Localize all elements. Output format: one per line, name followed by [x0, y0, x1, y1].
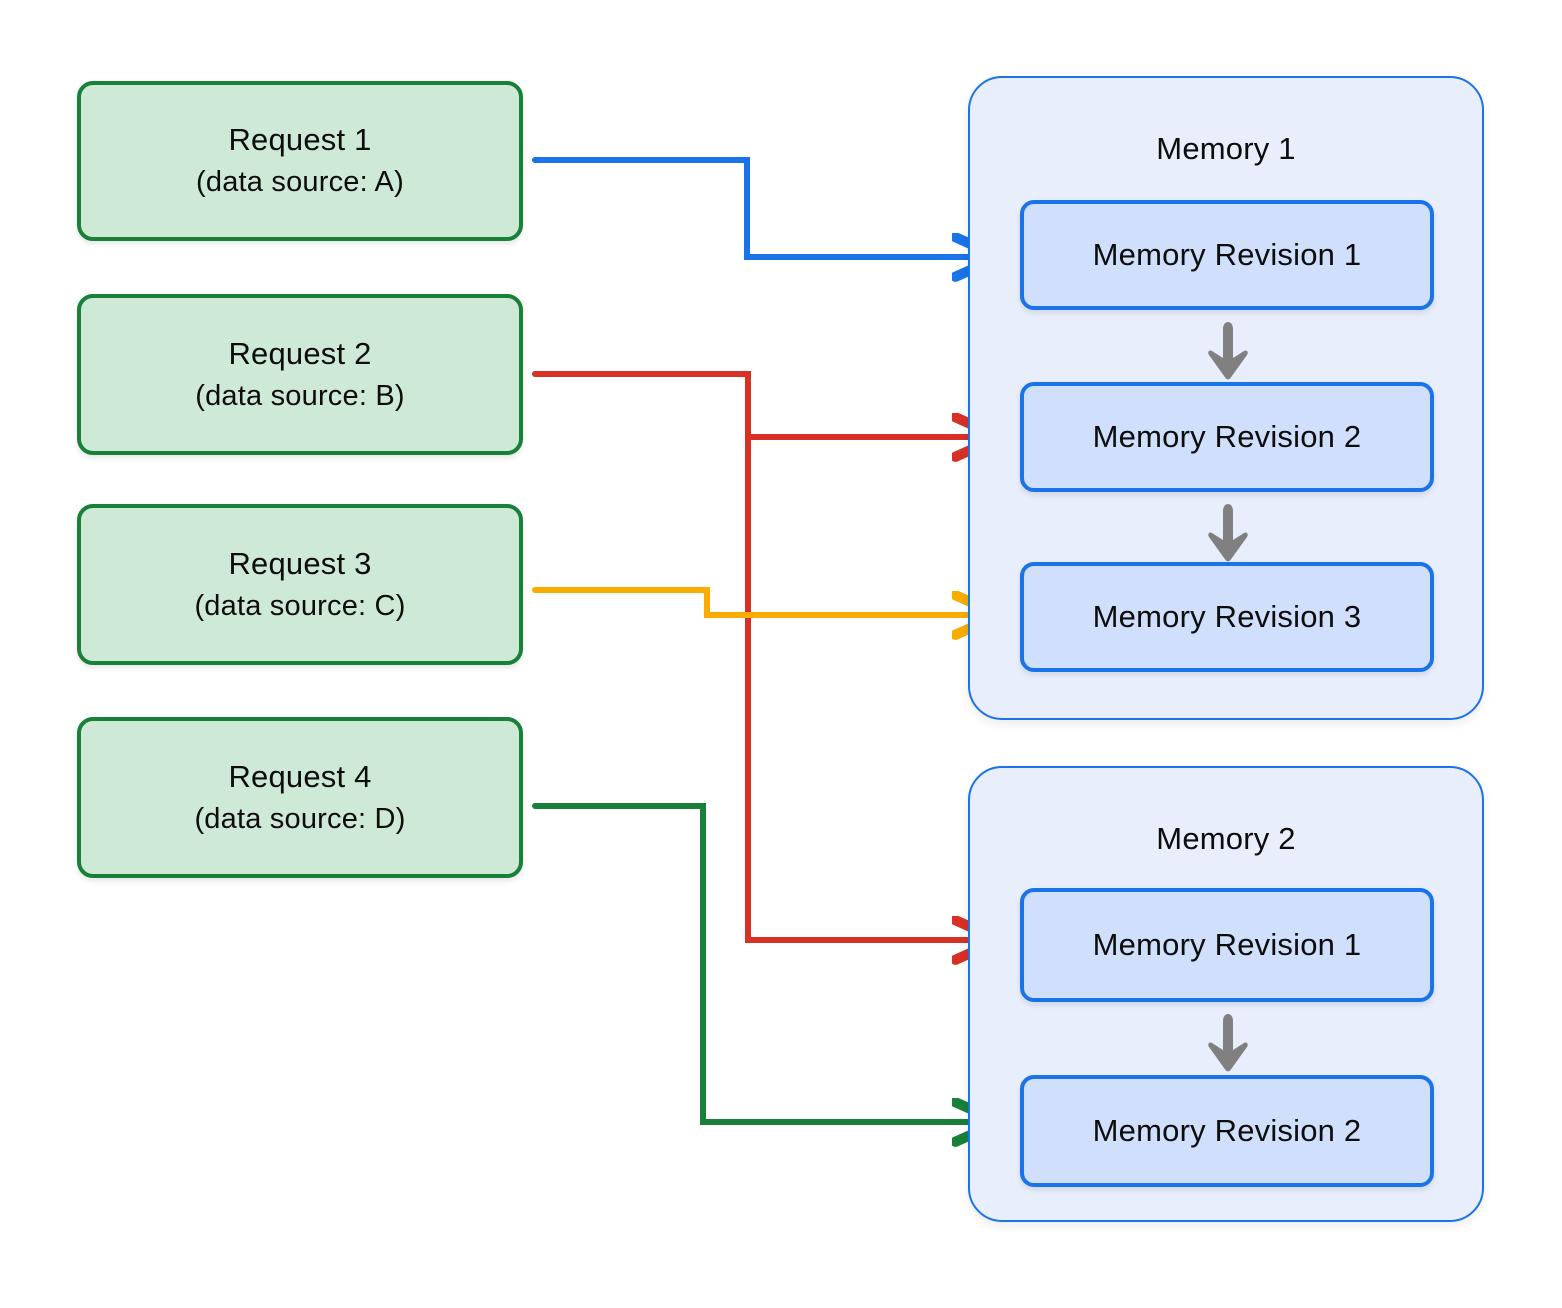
request-box-2[interactable]: Request 2 (data source: B) — [77, 294, 523, 455]
memory-revision-label: Memory Revision 3 — [1092, 599, 1362, 634]
memory-panel-title: Memory 1 — [1156, 131, 1296, 166]
revision-sequence-arrow-icon — [1208, 322, 1248, 380]
connector-request-2-to-memory-2 — [745, 434, 995, 940]
request-title: Request 1 — [228, 122, 372, 158]
memory-revision-label: Memory Revision 1 — [1092, 237, 1362, 272]
request-title: Request 4 — [228, 758, 372, 794]
memory-revision-box[interactable]: Memory Revision 3 — [1020, 562, 1434, 672]
memory-revision-box[interactable]: Memory Revision 1 — [1020, 200, 1434, 310]
memory-revision-box[interactable]: Memory Revision 2 — [1020, 1075, 1434, 1187]
memory-revision-label: Memory Revision 2 — [1092, 1113, 1362, 1148]
request-subtitle: (data source: B) — [195, 379, 405, 412]
request-box-1[interactable]: Request 1 (data source: A) — [77, 81, 523, 241]
request-title: Request 2 — [228, 335, 372, 371]
memory-revision-label: Memory Revision 1 — [1092, 927, 1362, 962]
revision-sequence-arrow-icon — [1208, 504, 1248, 562]
request-box-4[interactable]: Request 4 (data source: D) — [77, 717, 523, 878]
memory-revision-label: Memory Revision 2 — [1092, 419, 1362, 454]
request-subtitle: (data source: A) — [196, 166, 404, 199]
connector-request-4 — [532, 803, 995, 1122]
revision-sequence-arrow-icon — [1208, 1014, 1248, 1072]
memory-panel-2[interactable]: Memory 2 Memory Revision 1 Memory Revisi… — [968, 766, 1484, 1222]
request-subtitle: (data source: C) — [194, 589, 406, 622]
request-title: Request 3 — [228, 545, 372, 581]
connector-request-3 — [532, 587, 995, 615]
request-box-3[interactable]: Request 3 (data source: C) — [77, 504, 523, 665]
request-subtitle: (data source: D) — [194, 802, 406, 835]
connector-request-1 — [532, 157, 995, 257]
memory-panel-1[interactable]: Memory 1 Memory Revision 1 Memory Revisi… — [968, 76, 1484, 720]
memory-revision-box[interactable]: Memory Revision 2 — [1020, 382, 1434, 492]
memory-revision-box[interactable]: Memory Revision 1 — [1020, 888, 1434, 1002]
memory-panel-title: Memory 2 — [1156, 821, 1296, 856]
connector-request-2-to-memory-1 — [532, 371, 995, 437]
